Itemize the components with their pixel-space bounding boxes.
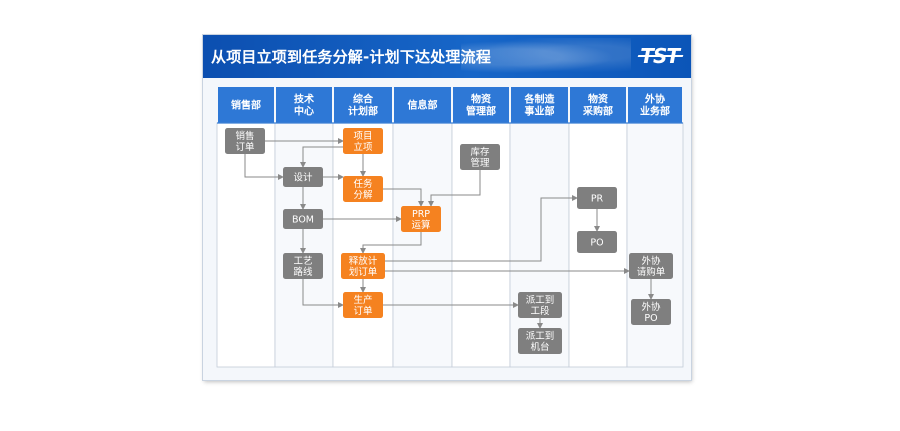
node-label: 设计 [293,172,313,184]
page-title: 从项目立项到任务分解-计划下达处理流程 [211,48,492,66]
column-header-5 [511,87,568,123]
column-header-label: 信息部 [408,99,438,112]
node-label: 库存 [470,146,490,158]
node-label: 机台 [530,341,549,353]
flow-arrow-project-to-design [300,146,343,168]
title-banner: 从项目立项到任务分解-计划下达处理流程 TST [203,35,691,78]
slide: 从项目立项到任务分解-计划下达处理流程 TST 销售部 技术中心 综合计划部 信息部 物… [203,35,691,380]
node-label: 任务 [353,178,373,190]
node-label: 释放计 [349,255,378,267]
column-header-2 [334,87,392,123]
node-label: 订单 [235,141,255,153]
lane-7 [626,122,684,368]
node-box [283,167,323,187]
column-header-label: 物资 [471,93,491,106]
node-label: 派工到 [526,330,555,342]
node-box [343,292,383,318]
column-header-4 [453,87,509,123]
lane-0 [216,122,276,368]
node-label: PRP [412,209,430,220]
node-box [343,128,383,154]
node-box [577,187,617,209]
column-header-label: 销售部 [231,99,261,112]
node-label: 生产 [353,294,372,306]
node-label: 订单 [353,305,373,317]
node-box [518,328,562,354]
node-po: PO [577,231,617,253]
node-bom: BOM [283,209,323,229]
node-label: PO [644,313,657,324]
node-label: PR [591,194,604,205]
node-label: 分解 [353,189,373,201]
node-project: 项目立项 [343,128,383,154]
node-box [343,176,383,202]
column-header-label: 采购部 [582,105,613,118]
node-box [629,253,673,279]
node-label: 划订单 [349,266,378,278]
column-header-label: 外协 [644,93,665,106]
flow-arrow-prp-to-release_plan [360,232,422,254]
node-label: 外协 [641,301,661,313]
node-label: 工段 [530,305,550,317]
column-header-label: 事业部 [525,105,555,118]
column-header-label: 管理部 [466,105,496,118]
flow-arrow-process_route-to-prod_order [302,279,344,308]
column-header-6 [570,87,626,123]
column-header-label: 综合 [353,93,374,106]
node-label: 派工到 [526,294,555,306]
column-header-label: 业务部 [640,105,670,118]
column-header-1 [276,87,332,123]
tst-logo: TST [640,44,680,68]
node-box [341,253,385,279]
node-box [283,209,323,229]
node-label: 立项 [353,141,373,153]
node-box [283,253,323,279]
column-header-3 [394,87,451,123]
node-label: BOM [292,215,314,226]
flow-arrow-release_plan-to-pr [385,195,578,262]
column-header-label: 物资 [588,93,608,106]
flow-arrow-task-to-prp [383,188,424,207]
column-header-label: 计划部 [348,105,378,118]
node-design: 设计 [283,167,323,187]
column-header-label: 各制造 [524,93,556,106]
node-box [225,128,265,154]
node-label: 销售 [235,130,254,142]
lane-1 [274,122,334,368]
world-map-decoration [461,38,631,76]
node-label: 请购单 [637,266,666,278]
node-box [401,206,441,232]
node-label: PO [590,238,603,249]
column-header-7 [628,87,682,123]
node-box [460,144,500,170]
node-box [518,292,562,318]
node-label: 路线 [293,266,313,278]
node-box [577,231,617,253]
column-header-label: 技术 [294,93,314,106]
node-label: 管理 [470,157,490,169]
node-pr: PR [577,187,617,209]
node-label: 项目 [353,131,372,142]
node-label: 运算 [411,219,430,231]
flow-arrow-sales_order-to-design [244,154,284,180]
column-header-0 [218,87,274,123]
node-task: 任务分解 [343,176,383,202]
node-box [631,299,671,325]
node-label: 外协 [641,255,661,267]
node-label: 工艺 [293,256,312,267]
column-header-label: 中心 [294,105,314,118]
flow-arrow-inventory-to-prp [428,170,481,207]
